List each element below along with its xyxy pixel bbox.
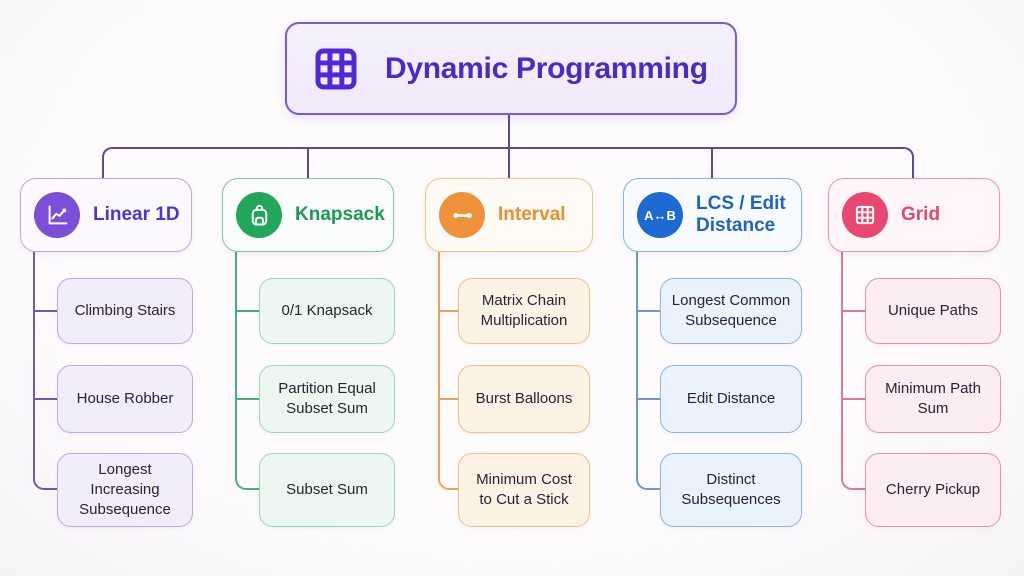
page-title: Dynamic Programming — [385, 51, 708, 85]
connector-rail-knapsack — [235, 252, 259, 490]
branch-title: Grid — [901, 204, 941, 226]
connector-stub — [33, 310, 57, 312]
connector-root-drop — [508, 115, 510, 147]
branch-title: Knapsack — [295, 204, 385, 226]
connector-drop-interval — [508, 147, 510, 178]
branch-node-grid: Grid — [828, 178, 1000, 252]
branch-title: LCS / Edit Distance — [696, 193, 786, 236]
compare-icon-label: A↔B — [644, 207, 676, 223]
child-node: Matrix Chain Multiplication — [458, 278, 590, 344]
child-node: Longest Increasing Subsequence — [57, 453, 193, 527]
child-node: Burst Balloons — [458, 365, 590, 433]
connector-rail-interval — [438, 252, 458, 490]
connector-drop-knapsack — [307, 147, 309, 178]
branch-node-linear1d: Linear 1D — [20, 178, 192, 252]
child-node: Subset Sum — [259, 453, 395, 527]
connector-rail-linear1d — [33, 252, 57, 490]
child-node: Minimum Path Sum — [865, 365, 1001, 433]
connector-stub — [438, 310, 458, 312]
line-chart-icon — [34, 192, 80, 238]
child-node: Unique Paths — [865, 278, 1001, 344]
child-node: Longest Common Subsequence — [660, 278, 802, 344]
child-node: Edit Distance — [660, 365, 802, 433]
connector-rail-lcs — [636, 252, 660, 490]
connector-stub — [841, 310, 865, 312]
connector-rail-grid — [841, 252, 865, 490]
branch-node-lcs-edit-distance: A↔B LCS / Edit Distance — [623, 178, 802, 252]
connector-stub — [235, 310, 259, 312]
branch-title: Interval — [498, 204, 566, 226]
branch-title: Linear 1D — [93, 204, 180, 226]
branch-node-interval: Interval — [425, 178, 593, 252]
connector-stub — [438, 398, 458, 400]
connector-stub — [636, 398, 660, 400]
compare-icon: A↔B — [637, 192, 683, 238]
child-node: Minimum Cost to Cut a Stick — [458, 453, 590, 527]
child-node: Distinct Subsequences — [660, 453, 802, 527]
child-node: 0/1 Knapsack — [259, 278, 395, 344]
interval-icon — [439, 192, 485, 238]
grid-icon — [315, 48, 357, 89]
connector-stub — [841, 398, 865, 400]
child-node: House Robber — [57, 365, 193, 433]
backpack-icon — [236, 192, 282, 238]
connector-drop-lcs — [711, 147, 713, 178]
child-node: Climbing Stairs — [57, 278, 193, 344]
connector-stub — [33, 398, 57, 400]
child-node: Partition Equal Subset Sum — [259, 365, 395, 433]
connector-stub — [636, 310, 660, 312]
connector-stub — [235, 398, 259, 400]
branch-node-knapsack: Knapsack — [222, 178, 394, 252]
grid-icon — [842, 192, 888, 238]
child-node: Cherry Pickup — [865, 453, 1001, 527]
root-node: Dynamic Programming — [285, 22, 737, 115]
